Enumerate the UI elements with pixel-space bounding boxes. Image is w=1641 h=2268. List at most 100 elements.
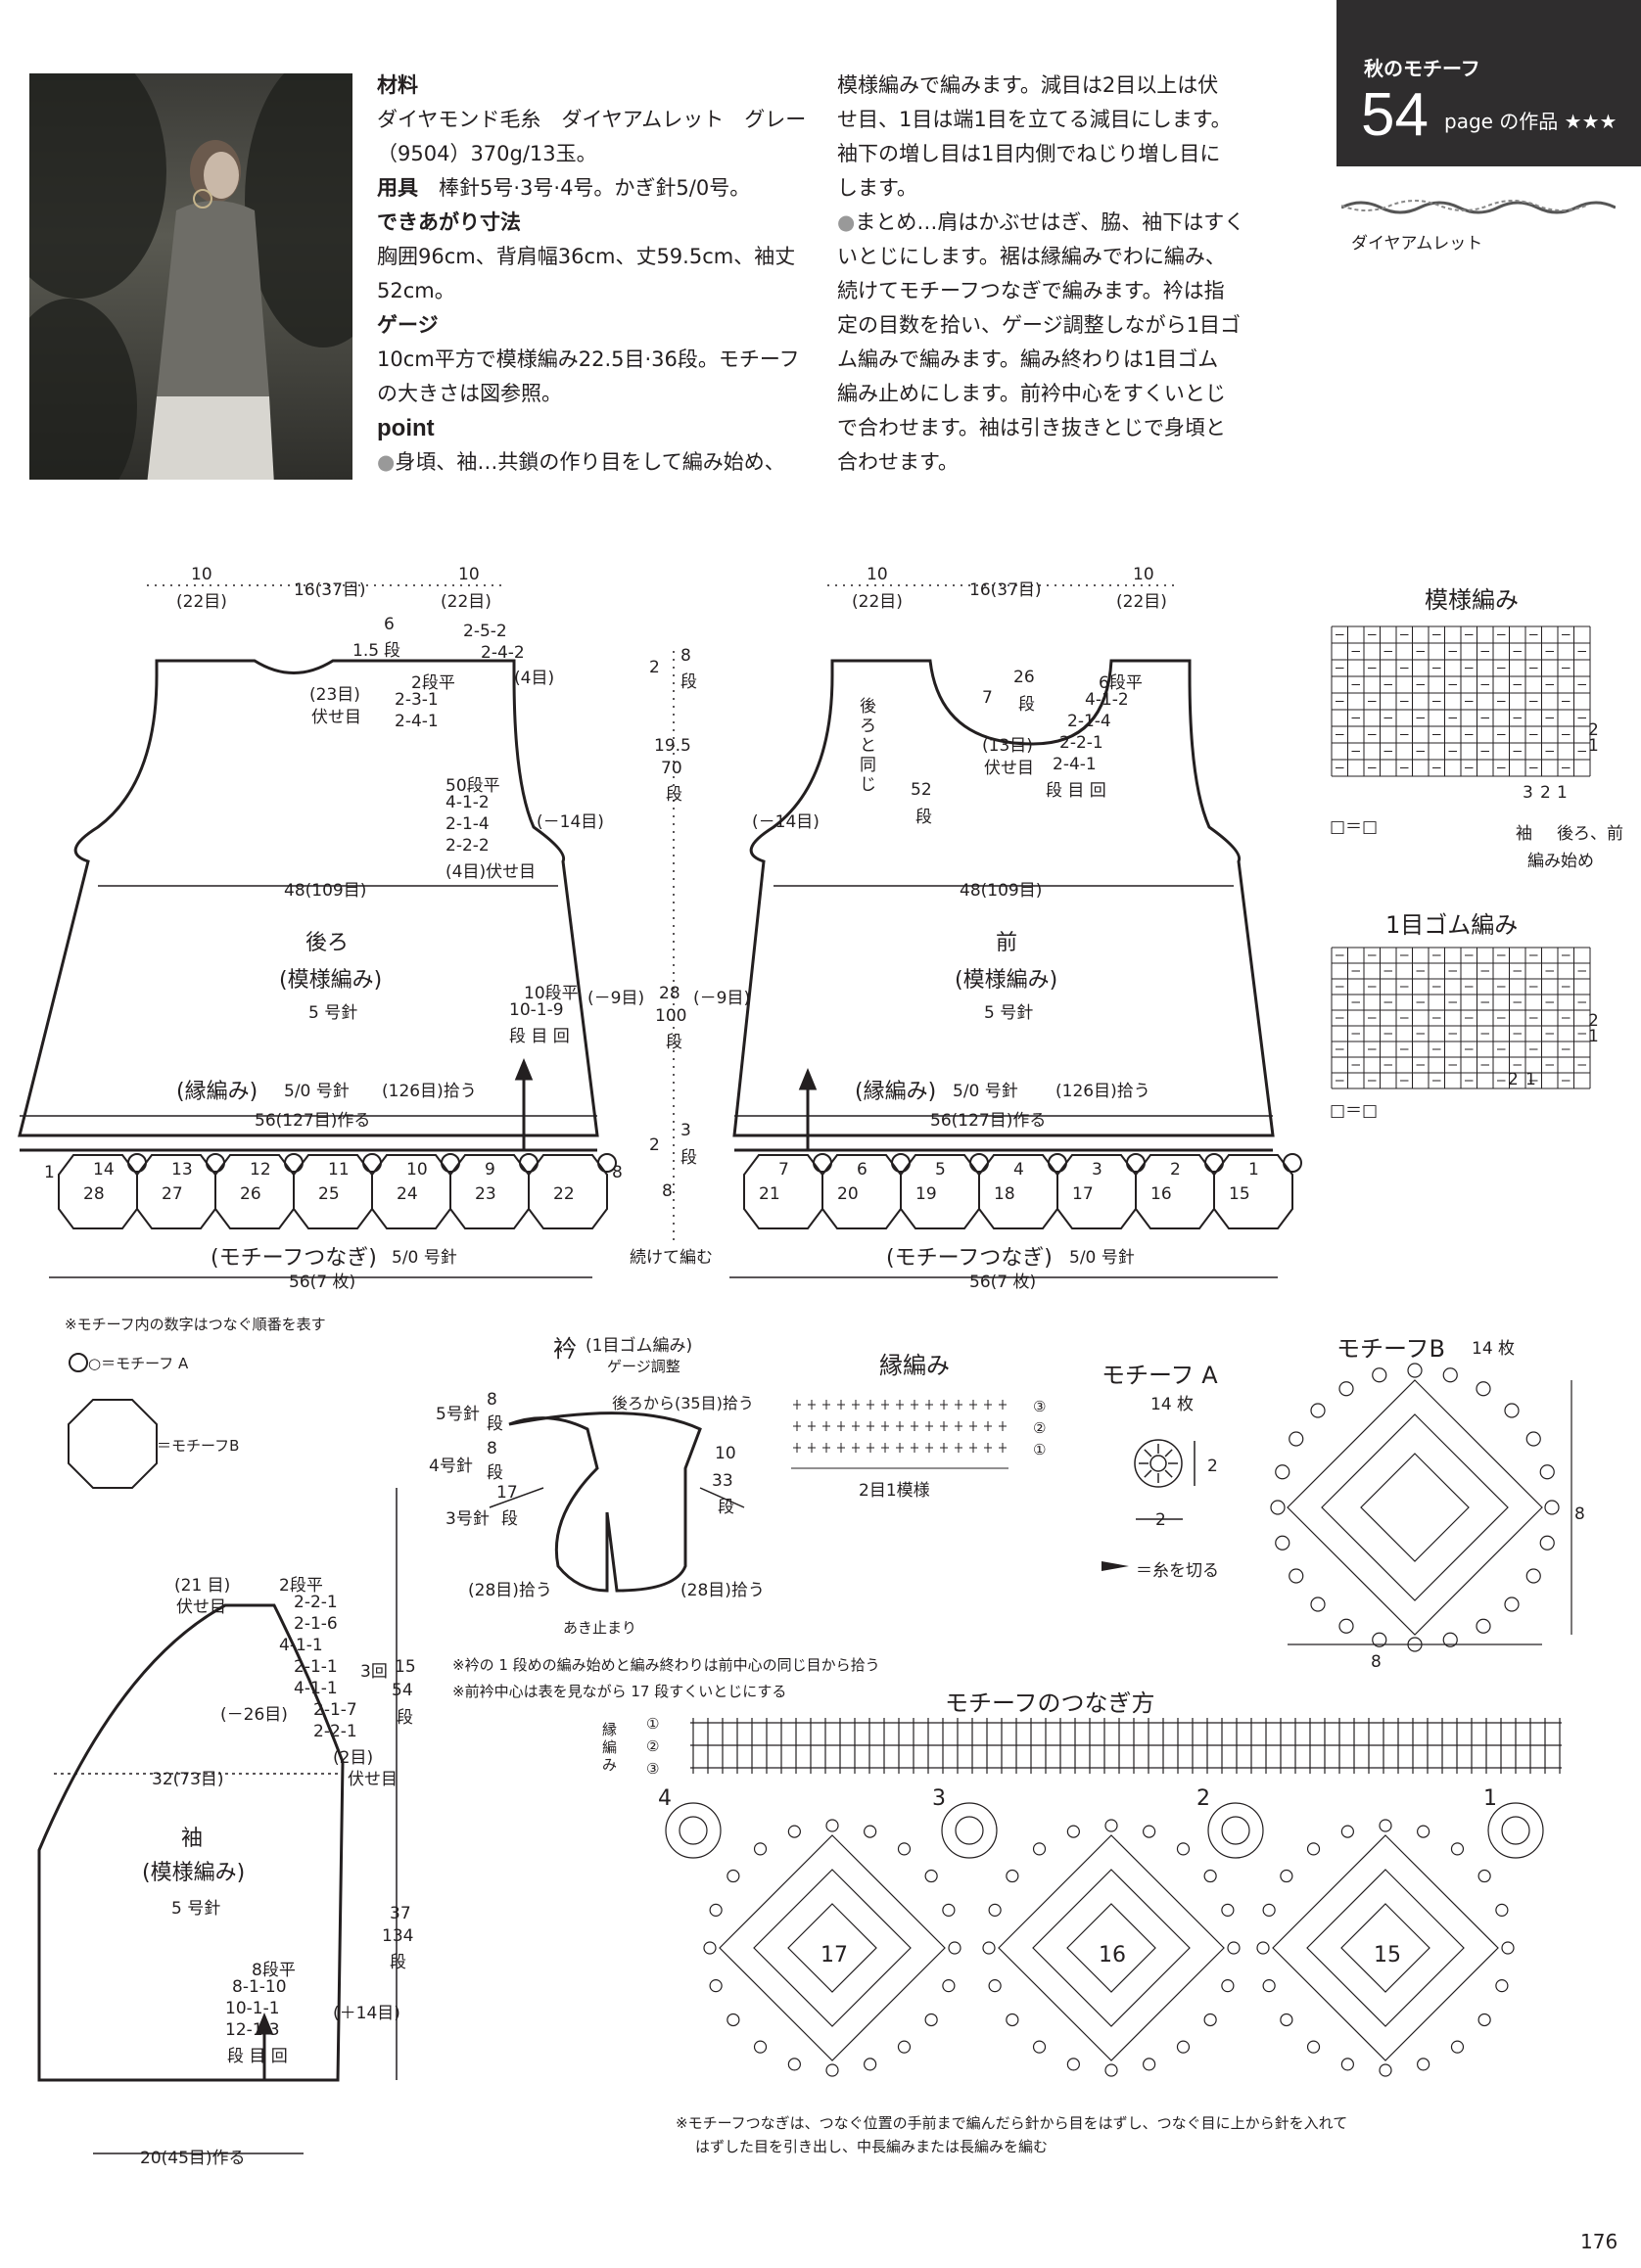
- front-motif-bot-num: 20: [837, 1184, 859, 1204]
- instr-line: 編み止めにします。前衿中心をすくいとじ: [837, 382, 1226, 405]
- c-28: 28: [659, 984, 680, 1003]
- sleeve-cap-1: 2段平: [279, 1576, 323, 1596]
- sleeve-times: 3回: [360, 1662, 388, 1682]
- tools-text: 棒針5号·3号·4号。かぎ針5/0号。: [439, 176, 751, 200]
- back-side-3: 段 目 回: [509, 1027, 570, 1046]
- back-edge-needle: 5/0 号針: [284, 1082, 350, 1101]
- back-arm-1: 50段平: [445, 776, 500, 796]
- back-dim-16: 16(37目): [294, 580, 366, 600]
- edging-r1: ①: [1033, 1441, 1047, 1458]
- motif-b-title: モチーフB: [1336, 1335, 1446, 1363]
- instr-line: せ目、1目は端1目を立てる減目にします。: [837, 108, 1232, 131]
- front-needle: 5 号針: [984, 1003, 1034, 1023]
- c-note: 続けて編む: [630, 1248, 713, 1268]
- c-dan4: 段: [680, 1148, 697, 1168]
- chart-pattern-legend: □＝□: [1330, 817, 1379, 837]
- materials-section: 材料 ダイヤモンド毛糸 ダイヤアムレット グレー（9504）370g/13玉。 …: [377, 69, 808, 480]
- back-motif-top-num: 14: [93, 1160, 115, 1180]
- front-dec-1: 6段平: [1099, 673, 1143, 693]
- heading-tools: 用具: [377, 176, 418, 200]
- joining-num-3: 3: [932, 1786, 946, 1811]
- front-total: 56(7 枚): [969, 1273, 1037, 1292]
- motif-a-dim-h: 2: [1155, 1510, 1166, 1530]
- back-dim-22: (22目): [176, 592, 227, 612]
- edging-r3: ③: [1033, 1398, 1047, 1415]
- sleeve-needle: 5 号針: [171, 1899, 221, 1919]
- yarn-sample: [1341, 200, 1616, 214]
- badge-page-number: 54: [1361, 81, 1429, 149]
- cr-2: 2: [1508, 1070, 1519, 1089]
- back-outline: [18, 659, 599, 1137]
- front-motif-top-num: 2: [1170, 1160, 1181, 1180]
- sleeve-width: 32(73目): [152, 1770, 224, 1789]
- motif-b-dim-h: 8: [1371, 1652, 1382, 1672]
- instr-line: 模様編みで編みます。減目は2目以上は伏: [837, 73, 1219, 97]
- back-edge: (縁編み): [176, 1080, 258, 1104]
- sleeve-inc-5: 段 目 回: [227, 2047, 288, 2066]
- collar-l-7: 3号針: [445, 1509, 490, 1529]
- cp-3: 3: [1523, 783, 1533, 803]
- front-motif-row: [743, 1153, 1302, 1229]
- back-neck-23: (23目): [309, 685, 360, 705]
- back-pickup: (126目)拾う: [382, 1082, 477, 1101]
- model-figure: [147, 140, 274, 480]
- cp-r2: 2: [1588, 720, 1599, 740]
- sleeve-inc-1: 8段平: [252, 1961, 296, 1980]
- back-neckdec-3: 2-4-1: [395, 712, 439, 731]
- collar-r-1: 10: [715, 1444, 736, 1463]
- collar-title: 衿: [553, 1335, 577, 1363]
- back-shoulder-3: (4目): [514, 669, 555, 688]
- front-neck-26: 26: [1013, 668, 1035, 687]
- motif-note: ※モチーフ内の数字はつなぐ順番を表す: [65, 1316, 326, 1333]
- circle-key-icon: [69, 1353, 88, 1372]
- joining-note1: ※モチーフつなぎは、つなぐ位置の手前まで編んだら針から目をはずし、つなぐ目に上か…: [676, 2114, 1348, 2132]
- back-neck-bind: 伏せ目: [311, 708, 361, 727]
- sleeve-cap-r3: 段: [397, 1708, 413, 1728]
- edging-repeat: 2目1模様: [859, 1481, 930, 1501]
- front-outline: [732, 659, 1275, 1137]
- collar-subtitle: (1目ゴム編み): [586, 1336, 693, 1356]
- front-dec-6: 段 目 回: [1046, 781, 1106, 801]
- front-dec-3: 2-1-4: [1067, 712, 1111, 731]
- sleeve-outline: [37, 1603, 345, 2082]
- chart-rib-title: 1目ゴム編み: [1385, 911, 1519, 939]
- sleeve-inc-4: 12-1-3: [225, 2020, 280, 2040]
- back-arm-3: 2-1-4: [445, 814, 490, 834]
- cp-body: 後ろ、前: [1557, 824, 1623, 844]
- instr-line: 合わせます。: [837, 450, 959, 474]
- c-3: 3: [680, 1121, 691, 1140]
- joining-r1: ①: [646, 1715, 660, 1733]
- sleeve-r3: 段: [390, 1953, 406, 1972]
- front-pickup: (126目)拾う: [1055, 1082, 1150, 1101]
- collar-from-back: 後ろから(35目)拾う: [612, 1394, 754, 1412]
- c-dan3: 段: [666, 1033, 682, 1052]
- sleeve-inc-side: (＋14目): [333, 2004, 400, 2023]
- back-right-8: 8: [612, 1163, 623, 1182]
- model-photo: [29, 73, 352, 480]
- front-width: 48(109目): [960, 881, 1043, 901]
- sleeve-pattern: (模様編み): [142, 1861, 246, 1885]
- edging-title: 縁編み: [879, 1352, 950, 1379]
- joining-num-1: 1: [1483, 1786, 1497, 1811]
- instr-line: 袖下の増し目は1目内側でねじり増し目に: [837, 142, 1221, 165]
- sleeve-cap-side: (－26目): [220, 1705, 288, 1725]
- cp-sleeve: 袖: [1516, 824, 1532, 844]
- motif-a-dim-v: 2: [1207, 1457, 1218, 1476]
- front-dim-10b: 10: [1133, 565, 1154, 584]
- front-52: 52: [911, 780, 932, 800]
- back-one: 1: [44, 1163, 55, 1182]
- front-motif-bot-num: 15: [1229, 1184, 1250, 1204]
- back-motif-bot-num: 22: [553, 1184, 575, 1204]
- joining-title: モチーフのつなぎ方: [945, 1689, 1155, 1717]
- front-motif-top-num: 7: [778, 1160, 789, 1180]
- collar-l-5: 8: [487, 1439, 497, 1458]
- front-dim-16: 16(37目): [969, 580, 1042, 600]
- back-motif-bot-num: 26: [240, 1184, 261, 1204]
- front-motif-top-num: 6: [857, 1160, 867, 1180]
- collar-l-8: 17: [496, 1483, 518, 1503]
- c-2: 2: [649, 658, 660, 677]
- edging-r2: ②: [1033, 1419, 1047, 1437]
- page-number: 176: [1580, 2230, 1618, 2253]
- front-dec-4: 2-2-1: [1059, 733, 1103, 753]
- chart-rib-legend: □＝□: [1330, 1101, 1379, 1121]
